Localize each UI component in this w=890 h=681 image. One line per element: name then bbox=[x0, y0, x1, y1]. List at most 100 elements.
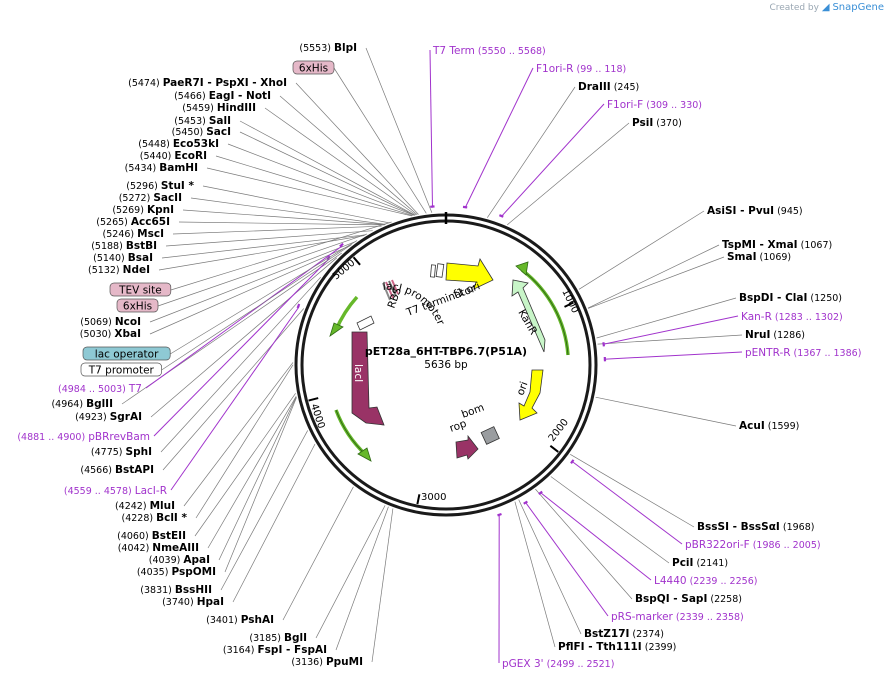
site-position: (5132) bbox=[88, 265, 123, 276]
site-label[interactable]: (5269) KpnI bbox=[112, 204, 174, 216]
site-position: (5466) bbox=[174, 91, 209, 102]
site-label[interactable]: (5448) Eco53kI bbox=[138, 138, 219, 150]
site-label[interactable]: BspQI - SapI (2258) bbox=[635, 593, 742, 605]
site-position: (5030) bbox=[80, 329, 115, 340]
site-label[interactable]: (4035) PspOMI bbox=[137, 566, 216, 578]
site-label[interactable]: (5272) SacII bbox=[119, 192, 182, 204]
site-label[interactable]: (3185) BglI bbox=[249, 632, 307, 644]
site-label[interactable]: (4228) BclI * bbox=[122, 512, 188, 524]
mcs-cluster[interactable] bbox=[382, 279, 399, 301]
site-label[interactable]: (4964) BglII bbox=[51, 398, 113, 410]
feature-box[interactable] bbox=[82, 346, 171, 361]
site-label[interactable]: (5069) NcoI bbox=[80, 316, 141, 328]
site-label[interactable]: (3136) PpuMI bbox=[291, 656, 363, 668]
site-name: SacII bbox=[153, 192, 182, 204]
site-label[interactable]: PciI (2141) bbox=[672, 557, 728, 569]
lac-operator-mark[interactable] bbox=[356, 315, 375, 331]
primer-label[interactable]: F1ori-F (309 .. 330) bbox=[607, 99, 702, 111]
site-position: (5450) bbox=[172, 127, 207, 138]
site-leader bbox=[550, 476, 670, 564]
site-label[interactable]: (3164) FspI - FspAI bbox=[223, 644, 327, 656]
site-label[interactable]: (3831) BssHII bbox=[140, 584, 212, 596]
site-label[interactable]: (5459) HindIII bbox=[182, 102, 256, 114]
t7-terminator-box[interactable] bbox=[435, 263, 445, 278]
site-position: (3136) bbox=[291, 657, 326, 668]
primer-range: (4881 .. 4900) bbox=[17, 432, 88, 443]
feature-box[interactable] bbox=[109, 282, 172, 297]
kanr-arrow[interactable] bbox=[511, 279, 546, 353]
site-name: NmeAIII bbox=[152, 542, 199, 554]
site-label[interactable]: (5440) EcoRI bbox=[140, 150, 207, 162]
site-label[interactable]: (4775) SphI bbox=[91, 446, 152, 458]
site-label[interactable]: PflFI - Tth111I (2399) bbox=[558, 641, 676, 653]
primer-label[interactable]: F1ori-R (99 .. 118) bbox=[536, 63, 626, 75]
site-label[interactable]: DraIII (245) bbox=[578, 81, 639, 93]
site-position: (5459) bbox=[182, 103, 217, 114]
primer-label[interactable]: pGEX 3' (2499 .. 2521) bbox=[502, 658, 614, 670]
site-label[interactable]: (5434) BamHI bbox=[125, 162, 198, 174]
site-label[interactable]: (5132) NdeI bbox=[88, 264, 150, 276]
primer-label[interactable]: T7 Term (5550 .. 5568) bbox=[432, 45, 546, 57]
primer-label[interactable]: pENTR-R (1367 .. 1386) bbox=[745, 347, 861, 359]
site-label[interactable]: (3740) HpaI bbox=[162, 596, 224, 608]
site-label[interactable]: (5188) BstBI bbox=[91, 240, 157, 252]
primer-label[interactable]: (4984 .. 5003) T7 bbox=[58, 383, 142, 395]
site-label[interactable]: (4242) MluI bbox=[115, 500, 175, 512]
primer-label[interactable]: (4881 .. 4900) pBRrevBam bbox=[17, 431, 150, 443]
ori-arrow[interactable] bbox=[518, 369, 544, 421]
primer-label[interactable]: (4559 .. 4578) LacI-R bbox=[64, 485, 167, 497]
site-name: PsiI bbox=[632, 117, 653, 129]
site-label[interactable]: (4039) ApaI bbox=[149, 554, 210, 566]
primer-label[interactable]: pRS-marker (2339 .. 2358) bbox=[611, 611, 744, 623]
site-label[interactable]: AcuI (1599) bbox=[739, 420, 799, 432]
site-label[interactable]: SmaI (1069) bbox=[727, 251, 791, 263]
site-label[interactable]: BstZ17I (2374) bbox=[584, 628, 664, 640]
laci-arrow[interactable] bbox=[351, 331, 385, 426]
site-label[interactable]: (5450) SacI bbox=[172, 126, 231, 138]
site-label[interactable]: (5474) PaeR7I - PspXI - XhoI bbox=[128, 77, 287, 89]
primer-label[interactable]: pBR322ori-F (1986 .. 2005) bbox=[685, 539, 821, 551]
f1-ori-arrow[interactable] bbox=[445, 258, 494, 290]
site-label[interactable]: (5453) SalI bbox=[174, 115, 231, 127]
primer-label[interactable]: L4440 (2239 .. 2256) bbox=[654, 575, 757, 587]
site-label[interactable]: (5296) StuI * bbox=[126, 180, 194, 192]
site-label[interactable]: (5246) MscI bbox=[103, 228, 164, 240]
site-label[interactable]: (5265) Acc65I bbox=[96, 216, 170, 228]
site-name: BglII bbox=[86, 398, 113, 410]
feature-box[interactable] bbox=[80, 362, 162, 377]
site-label[interactable]: NruI (1286) bbox=[745, 329, 805, 341]
site-label[interactable]: BspDI - ClaI (1250) bbox=[739, 292, 842, 304]
site-label[interactable]: (4923) SgrAI bbox=[75, 411, 142, 423]
site-label[interactable]: (5140) BsaI bbox=[93, 252, 153, 264]
site-label[interactable]: (4060) BstEII bbox=[117, 530, 186, 542]
feature-box[interactable] bbox=[116, 298, 159, 313]
site-name: EagI bbox=[209, 90, 235, 102]
site-position: (5272) bbox=[119, 193, 154, 204]
feature-box[interactable] bbox=[292, 60, 335, 75]
site-label[interactable]: (5030) XbaI bbox=[80, 328, 141, 340]
site-position: (5140) bbox=[93, 253, 128, 264]
t7-terminator-mini[interactable] bbox=[430, 264, 436, 278]
rop-arrow[interactable] bbox=[455, 434, 479, 460]
primer-range: (309 .. 330) bbox=[643, 100, 702, 111]
site-label[interactable]: BssSI - BssSαI (1968) bbox=[697, 521, 814, 533]
primer-label[interactable]: Kan-R (1283 .. 1302) bbox=[741, 311, 843, 323]
site-label[interactable]: PsiI (370) bbox=[632, 117, 682, 129]
site-name: TspMI bbox=[722, 239, 756, 251]
credit-prefix: Created by bbox=[769, 3, 819, 13]
features bbox=[351, 258, 546, 460]
site-position: (5246) bbox=[103, 229, 138, 240]
arc-left-lower-arrowhead bbox=[357, 447, 372, 462]
site-label[interactable]: (4042) NmeAIII bbox=[118, 542, 199, 554]
site-label[interactable]: (3401) PshAI bbox=[206, 614, 274, 626]
site-label[interactable]: (5466) EagI - NotI bbox=[174, 90, 271, 102]
site-label[interactable]: (4566) BstAPI bbox=[80, 464, 154, 476]
site-label[interactable]: (5553) BlpI bbox=[299, 42, 357, 54]
bom-box[interactable] bbox=[480, 426, 500, 445]
site-name: BstZ17I bbox=[584, 628, 629, 640]
site-label[interactable]: AsiSI - PvuI (945) bbox=[707, 205, 803, 217]
site-name: SalI bbox=[209, 115, 231, 127]
site-label[interactable]: TspMI - XmaI (1067) bbox=[722, 239, 832, 251]
primer-name: pRS-marker bbox=[611, 611, 674, 623]
site-name-2: - Tth111I bbox=[585, 641, 642, 653]
